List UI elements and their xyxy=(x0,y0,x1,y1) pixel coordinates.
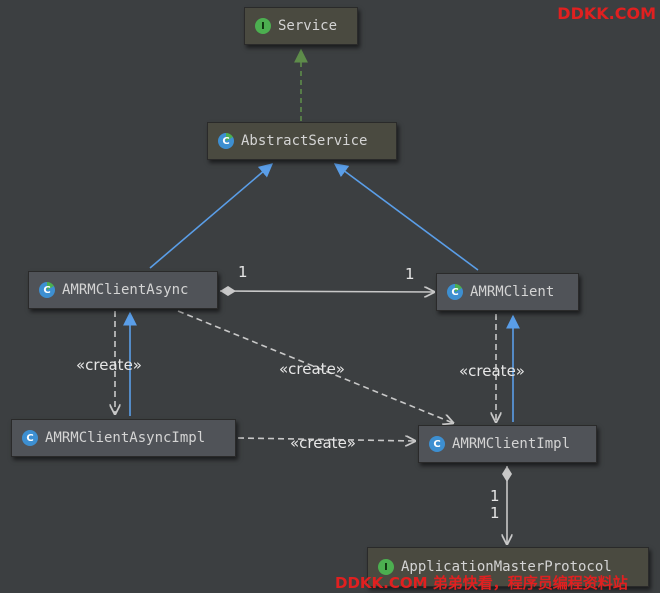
node-application-master-protocol[interactable]: I ApplicationMasterProtocol xyxy=(367,547,649,587)
node-amrm-client-impl[interactable]: C AMRMClientImpl xyxy=(418,425,597,463)
node-label: Service xyxy=(278,18,338,34)
multiplicity-label: 1 xyxy=(405,265,415,283)
node-abstract-service[interactable]: C AbstractService xyxy=(207,122,397,160)
node-label: AMRMClientImpl xyxy=(452,436,571,452)
node-service[interactable]: I Service xyxy=(244,7,358,45)
edge-label-create: «create» xyxy=(279,360,345,378)
node-label: AbstractService xyxy=(241,133,368,149)
abstract-class-icon: C xyxy=(447,284,463,300)
watermark-top: DDKK.COM xyxy=(557,4,656,23)
node-label: AMRMClientAsyncImpl xyxy=(45,430,206,446)
abstract-class-icon: C xyxy=(218,133,234,149)
multiplicity-label: 1 xyxy=(490,504,500,522)
edge-generalization-async-abstract xyxy=(149,163,274,269)
node-amrm-client-async[interactable]: C AMRMClientAsync xyxy=(28,271,218,309)
interface-icon: I xyxy=(378,559,394,575)
class-icon: C xyxy=(429,436,445,452)
node-label: ApplicationMasterProtocol xyxy=(401,559,612,575)
node-amrm-client[interactable]: C AMRMClient xyxy=(436,273,579,311)
node-label: AMRMClient xyxy=(470,284,555,300)
edge-label-create: «create» xyxy=(459,362,525,380)
class-icon: C xyxy=(22,430,38,446)
edge-aggregation-async-client xyxy=(219,291,434,292)
watermark-bottom: DDKK.COM 弟弟快看，程序员编程资料站 xyxy=(335,574,628,592)
edge-generalization-client-abstract xyxy=(333,163,479,271)
node-label: AMRMClientAsync xyxy=(62,282,189,298)
multiplicity-label: 1 xyxy=(490,487,500,505)
abstract-class-icon: C xyxy=(39,282,55,298)
edge-label-create: «create» xyxy=(290,434,356,452)
multiplicity-label: 1 xyxy=(238,263,248,281)
edge-label-create: «create» xyxy=(76,356,142,374)
node-amrm-client-async-impl[interactable]: C AMRMClientAsyncImpl xyxy=(11,419,236,457)
interface-icon: I xyxy=(255,18,271,34)
